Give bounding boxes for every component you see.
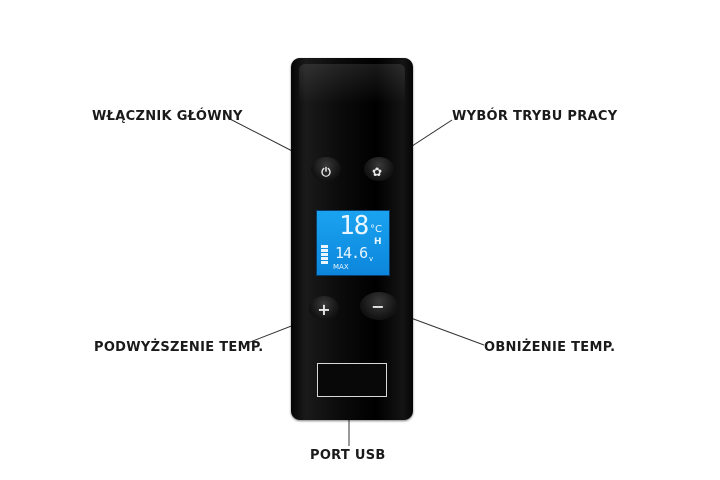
temperature-readout: 18 <box>339 211 369 241</box>
label-usb-port: PORT USB <box>310 448 386 463</box>
minus-icon: − <box>371 297 385 316</box>
mode-icon: ✿ <box>371 165 383 179</box>
temperature-unit: °C <box>370 224 382 235</box>
voltage-unit: v <box>369 255 374 263</box>
lcd-display: 18 °C H 14.6 v MAX <box>316 210 390 276</box>
mode-button[interactable] <box>364 157 394 181</box>
label-mode-select: WYBÓR TRYBU PRACY <box>452 109 618 124</box>
level-text: MAX <box>333 263 349 271</box>
battery-icon <box>321 245 328 267</box>
power-icon: ⏻ <box>321 165 331 179</box>
usb-port[interactable] <box>317 363 387 397</box>
label-temp-up: PODWYŻSZENIE TEMP. <box>94 340 264 355</box>
voltage-readout: 14.6 <box>335 244 368 262</box>
plus-icon: + <box>317 300 331 319</box>
panel-gloss <box>299 64 405 104</box>
temp-up-button[interactable] <box>309 296 339 320</box>
label-main-switch: WŁĄCZNIK GŁÓWNY <box>92 109 243 124</box>
power-button[interactable] <box>311 157 341 181</box>
temp-down-button[interactable] <box>360 292 398 320</box>
label-temp-down: OBNIŻENIE TEMP. <box>484 340 616 355</box>
mode-flag: H <box>374 237 382 247</box>
